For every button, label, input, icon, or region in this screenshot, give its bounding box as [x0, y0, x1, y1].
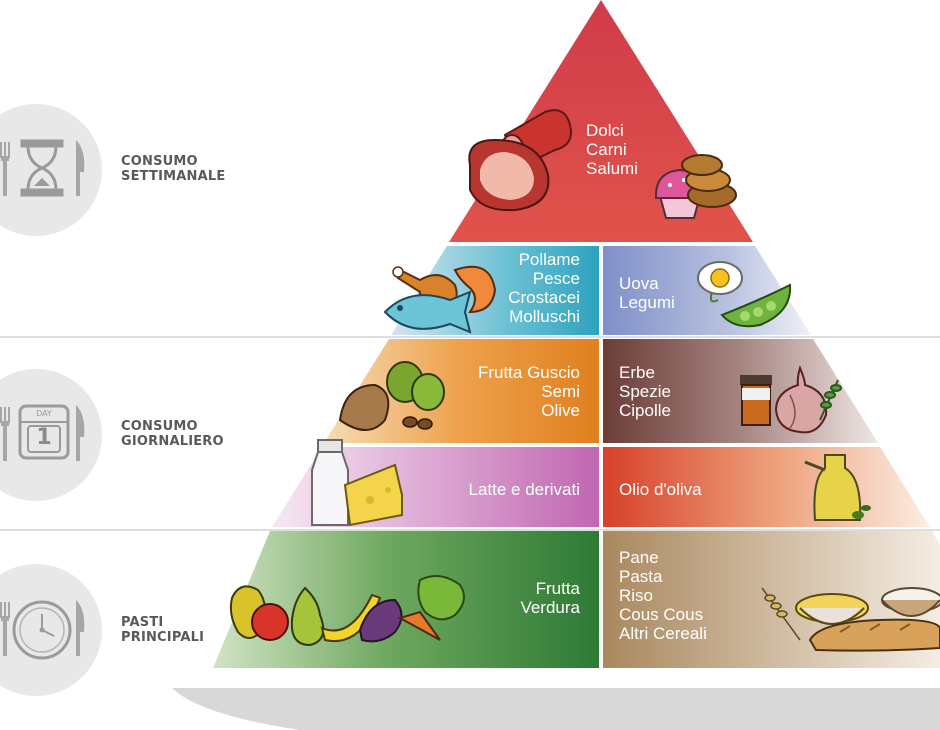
fork-icon: [0, 602, 10, 656]
knife-icon: [76, 600, 85, 656]
weekly-label-line2: SETTIMANALE: [121, 169, 226, 184]
pyramid-base-plate: [172, 688, 940, 730]
daily-label: CONSUMO GIORNALIERO: [121, 419, 224, 449]
fruitveg-item: Verdura: [520, 598, 580, 617]
cereals-item: Pasta: [619, 567, 663, 586]
apex-item: Salumi: [586, 159, 638, 178]
oil-jug-icon: [804, 454, 871, 521]
almond-icon: [338, 383, 390, 431]
weekly-label-line1: CONSUMO: [121, 154, 198, 169]
lettuce-icon: [417, 575, 465, 621]
meals-label: PASTI PRINCIPALI: [121, 615, 204, 645]
knife-icon: [76, 140, 85, 196]
fork-icon: [0, 407, 10, 461]
dairy-text: Latte e derivati: [410, 480, 580, 499]
eggs-item: Uova: [619, 274, 659, 293]
nuts-text: Frutta Guscio Semi Olive: [430, 363, 580, 420]
pea-pod-icon: [720, 283, 792, 328]
nuts-item: Olive: [541, 401, 580, 420]
cereals-item: Pane: [619, 548, 659, 567]
weekly-label: CONSUMO SETTIMANALE: [121, 154, 225, 184]
onion-icon: [774, 365, 828, 434]
protein-item: Pollame: [518, 250, 580, 269]
meals-label-line1: PASTI: [121, 615, 164, 630]
milk-bottle-icon: [311, 439, 349, 526]
spice-jar-icon: [740, 375, 772, 426]
protein-item: Pesce: [532, 269, 580, 288]
bread-icon: [808, 618, 940, 652]
protein-text: Pollame Pesce Crostacei Molluschi: [450, 250, 580, 326]
protein-item: Crostacei: [508, 288, 580, 307]
herbs-text: Erbe Spezie Cipolle: [619, 363, 671, 420]
fruitveg-item: Frutta: [535, 579, 580, 598]
herbs-item: Spezie: [619, 382, 671, 401]
cereals-item: Altri Cereali: [619, 624, 707, 643]
oil-item: Olio d'oliva: [619, 480, 702, 499]
cookies-icon: [681, 154, 737, 208]
calendar-month-label: DAY: [36, 409, 52, 418]
wheat-icon: [761, 587, 801, 641]
fish-icon: [383, 290, 472, 334]
cereals-item: Riso: [619, 586, 654, 605]
olives-icon: [386, 361, 445, 411]
nuts-item: Frutta Guscio: [477, 363, 580, 382]
weekly-circle: [0, 104, 102, 236]
meals-label-line2: PRINCIPALI: [121, 630, 205, 645]
pasta-bowl-icon: [795, 593, 869, 625]
herbs-item: Erbe: [619, 363, 655, 382]
tier-nuts: [324, 339, 599, 443]
rice-bowl-icon: [881, 587, 940, 617]
meals-circle: [0, 564, 102, 696]
tomato-icon: [251, 603, 289, 641]
cereals-text: Pane Pasta Riso Cous Cous Altri Cereali: [619, 548, 707, 643]
shrimp-icon: [453, 265, 497, 314]
steak-icon: [468, 138, 550, 212]
calendar-day-number: 1: [36, 425, 52, 450]
clock-icon: [12, 600, 72, 660]
carrot-icon: [397, 610, 441, 641]
herbs-item: Cipolle: [619, 401, 671, 420]
egg-icon: [697, 261, 743, 303]
protein-item: Molluschi: [509, 307, 580, 326]
cheese-icon: [343, 463, 403, 527]
seeds-icon: [402, 416, 433, 430]
herb-sprig-icon: [819, 379, 842, 421]
knife-icon: [76, 405, 85, 461]
fruitveg-text: Frutta Verdura: [460, 579, 580, 617]
hourglass-icon: [20, 139, 64, 197]
eggs-item: Legumi: [619, 293, 675, 312]
daily-circle: [0, 369, 102, 501]
dairy-item: Latte e derivati: [468, 480, 580, 499]
daily-label-line2: GIORNALIERO: [121, 434, 224, 449]
eggs-text: Uova Legumi: [619, 274, 675, 312]
daily-label-line1: CONSUMO: [121, 419, 198, 434]
apex-item: Carni: [586, 140, 627, 159]
fork-icon: [0, 142, 10, 196]
calendar-icon: [18, 404, 70, 460]
apex-item: Dolci: [586, 121, 624, 140]
pear-icon: [290, 586, 325, 647]
cereals-item: Cous Cous: [619, 605, 704, 624]
apex-text: Dolci Carni Salumi: [586, 121, 638, 178]
nuts-item: Semi: [541, 382, 580, 401]
oil-text: Olio d'oliva: [619, 480, 702, 499]
